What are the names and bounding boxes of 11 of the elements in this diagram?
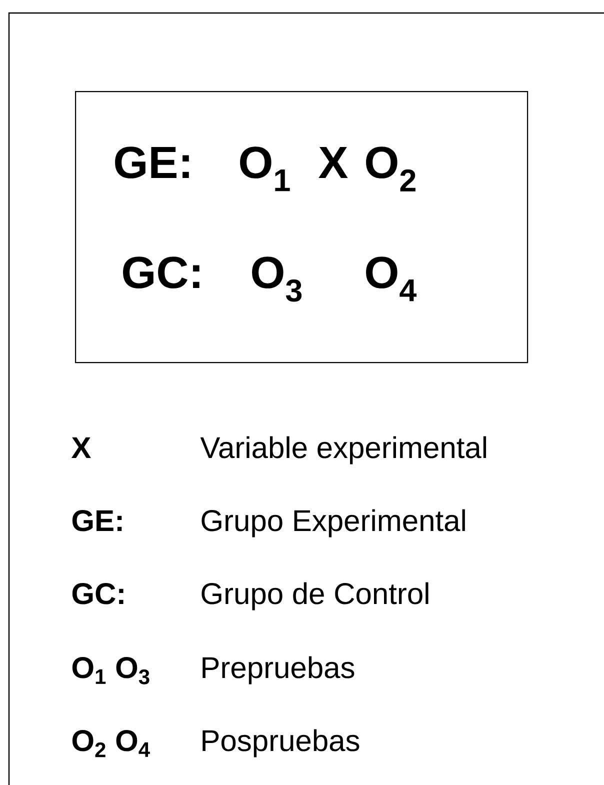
legend-symbol: O$_{1}$ O$_{3}$ [72, 657, 150, 684]
legend-text: Grupo de Control [202, 582, 428, 610]
legend-text: Grupo Experimental [202, 509, 465, 538]
design-box: GE: O$_{1}$ X O$_{2}$ GC: O$_{3}$ O$_{4}$ [75, 91, 528, 364]
legend-symbol: GE: [72, 510, 122, 532]
legend-symbol: X [71, 437, 91, 458]
legend-text: Pospruebas [202, 729, 360, 758]
legend-text: Variable experimental [200, 436, 486, 464]
legend-symbol: GC: [72, 583, 124, 604]
legend-text: Prepruebas [202, 656, 354, 684]
legend-symbol: O$_{2}$ O$_{4}$ [72, 730, 150, 758]
